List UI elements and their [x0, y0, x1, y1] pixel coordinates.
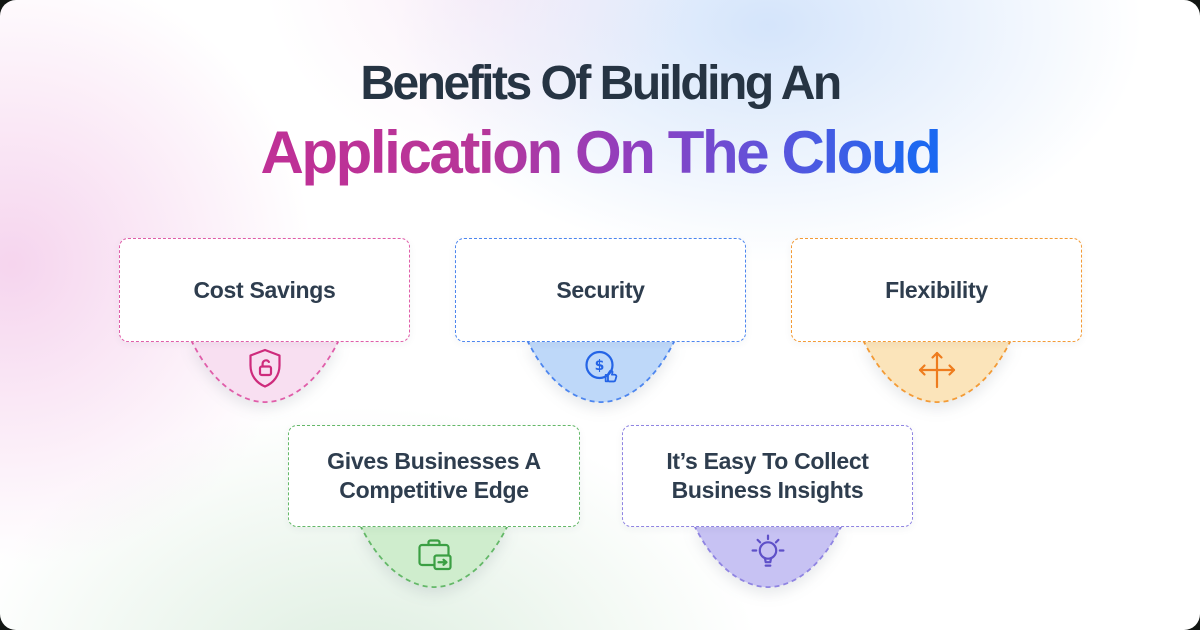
card-label: It’s Easy To Collect Business Insights	[666, 448, 869, 503]
card-business-insights: It’s Easy To Collect Business Insights	[622, 425, 913, 527]
card-label: Security	[556, 276, 645, 303]
benefit-group-flexibility: Flexibility	[791, 238, 1082, 404]
title-line-1: Benefits Of Building An	[360, 57, 842, 110]
competitive-edge-pointer	[359, 525, 509, 589]
briefcase-arrow-icon	[418, 539, 452, 571]
shield-lock-icon	[248, 348, 281, 388]
card-label: Gives Businesses A Competitive Edge	[327, 448, 541, 503]
card-cost-savings: Cost Savings	[119, 238, 410, 342]
card-security: Security	[455, 238, 746, 342]
cost-savings-pointer	[189, 340, 340, 404]
card-label: Cost Savings	[193, 276, 336, 303]
security-pointer: $	[525, 340, 676, 404]
card-competitive-edge: Gives Businesses A Competitive Edge	[288, 425, 580, 527]
benefit-group-competitive-edge: Gives Businesses A Competitive Edge	[288, 425, 580, 588]
benefit-group-security: $ Security	[455, 238, 746, 404]
title-line-2: Application On The Cloud	[0, 120, 1200, 186]
card-flexibility: Flexibility	[791, 238, 1082, 342]
svg-text:$: $	[594, 358, 604, 374]
benefit-group-business-insights: It’s Easy To Collect Business Insights	[622, 425, 913, 588]
business-insights-pointer	[692, 525, 843, 589]
flexibility-pointer	[861, 340, 1012, 404]
card-label: Flexibility	[885, 276, 988, 303]
lightbulb-icon	[751, 534, 784, 567]
move-arrows-icon	[918, 351, 955, 389]
dollar-thumbs-up-icon: $	[584, 350, 617, 383]
benefit-group-cost-savings: Cost Savings	[119, 238, 410, 404]
